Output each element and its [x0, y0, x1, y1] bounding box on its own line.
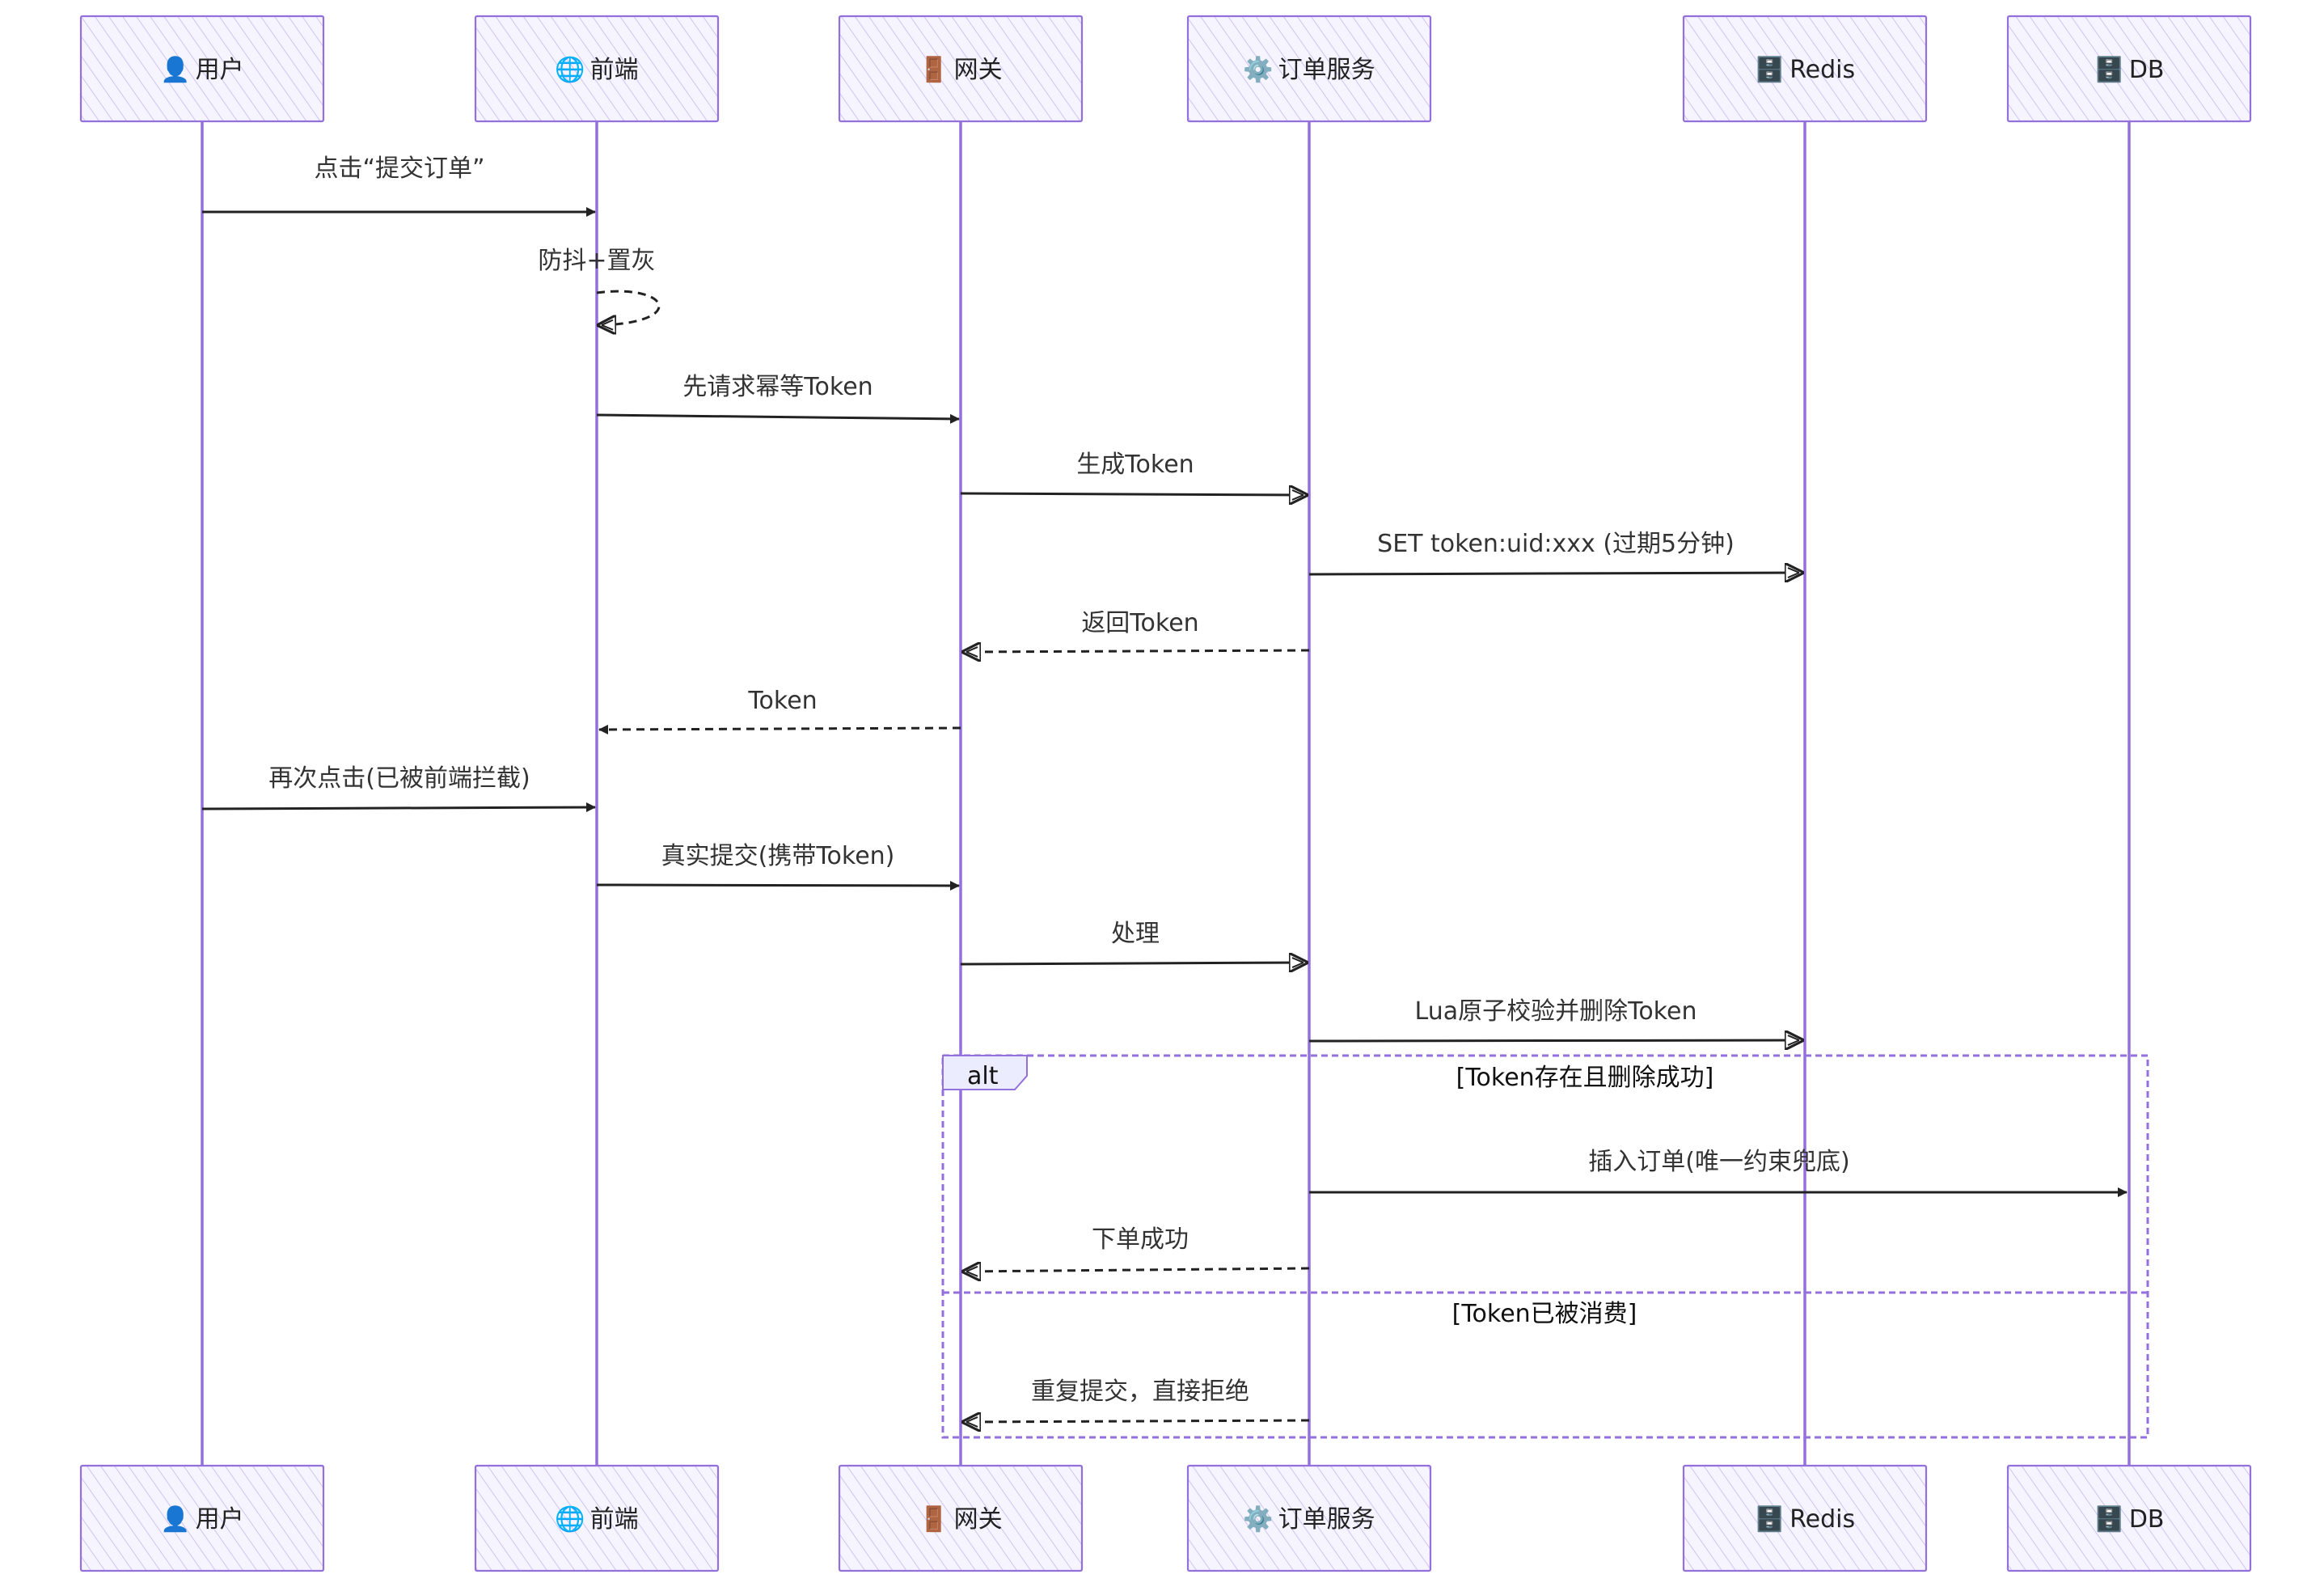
message-lua-check: Lua原子校验并删除Token [1308, 997, 1802, 1041]
message-click-again: 再次点击(已被前端拦截) [201, 764, 596, 813]
message-label: 先请求幂等Token [682, 373, 873, 401]
participant-frontend-bottom: 🌐前端 [474, 1464, 720, 1572]
database-icon: 🗄️ [1755, 1504, 1785, 1534]
message-token: Token [598, 687, 961, 734]
message-arrow [596, 880, 960, 891]
participant-user-top: 👤用户 [79, 15, 325, 123]
alt-tag [942, 1055, 1028, 1090]
message-arrow [1308, 1040, 1802, 1041]
message-label: 再次点击(已被前端拦截) [268, 764, 530, 793]
message-real-submit: 真实提交(携带Token) [596, 842, 960, 891]
database-icon: 🗄️ [1755, 55, 1785, 84]
database-icon: 🗄️ [2094, 55, 2123, 84]
participant-label: 🌐前端 [555, 1504, 638, 1534]
participant-box [1186, 1464, 1432, 1572]
message-label: 处理 [1111, 920, 1160, 948]
message-click-submit: 点击“提交订单” [202, 154, 596, 217]
message-label: 插入订单(唯一约束兜底) [1588, 1148, 1849, 1176]
participant-redis-top: 🗄️Redis [1682, 15, 1928, 123]
participant-label: 🚪网关 [919, 1504, 1002, 1534]
globe-icon: 🌐 [555, 1504, 585, 1534]
message-arrow [1308, 573, 1802, 574]
message-arrow [201, 802, 596, 813]
message-arrow [596, 413, 960, 424]
message-arrow [960, 963, 1307, 964]
participant-label: 🚪网关 [919, 55, 1002, 84]
message-label: SET token:uid:xxx (过期5分钟) [1377, 530, 1735, 558]
message-generate-token: 生成Token [960, 451, 1307, 495]
message-order-success: 下单成功 [963, 1225, 1310, 1272]
alt-tag-label: alt [967, 1062, 999, 1090]
message-arrow [963, 1268, 1310, 1272]
message-label: 返回Token [1081, 609, 1198, 637]
participant-order-bottom: ⚙️订单服务 [1186, 1464, 1432, 1572]
message-arrow [598, 724, 961, 734]
globe-icon: 🌐 [555, 55, 585, 84]
gear-icon: ⚙️ [1243, 55, 1273, 84]
participant-label: 🗄️DB [2094, 1504, 2164, 1534]
alt-fragment: alt [Token存在且删除成功] [Token已被消费] [941, 1054, 2149, 1439]
participant-label: 🗄️Redis [1755, 55, 1855, 84]
participant-box [1682, 15, 1928, 123]
participant-label: 👤用户 [160, 1504, 243, 1534]
participant-label: ⚙️订单服务 [1243, 1504, 1375, 1534]
door-icon: 🚪 [919, 1504, 949, 1534]
message-arrow [960, 493, 1307, 495]
message-label: 生成Token [1076, 451, 1194, 479]
message-label: 防抖+置灰 [538, 247, 655, 275]
participant-user-bottom: 👤用户 [79, 1464, 325, 1572]
message-label: 真实提交(携带Token) [661, 842, 895, 870]
gear-icon: ⚙️ [1243, 1504, 1273, 1534]
alt-condition-success: [Token存在且删除成功] [1456, 1064, 1714, 1092]
participant-box [79, 1464, 325, 1572]
participant-box [1186, 15, 1432, 123]
participant-order-top: ⚙️订单服务 [1186, 15, 1432, 123]
message-return-token: 返回Token [963, 609, 1310, 652]
alt-box [941, 1054, 2149, 1439]
user-icon: 👤 [160, 1504, 190, 1534]
message-arrow [597, 290, 661, 325]
message-insert-order: 插入订单(唯一约束兜底) [1309, 1148, 2128, 1197]
alt-condition-consumed: [Token已被消费] [1452, 1300, 1637, 1328]
message-debounce: 防抖+置灰 [538, 247, 661, 325]
participant-label: 👤用户 [160, 55, 243, 84]
database-icon: 🗄️ [2094, 1504, 2123, 1534]
participant-box [838, 15, 1084, 123]
message-label: 下单成功 [1092, 1225, 1189, 1254]
door-icon: 🚪 [919, 55, 949, 84]
message-label: 点击“提交订单” [314, 154, 484, 183]
message-set-redis: SET token:uid:xxx (过期5分钟) [1308, 530, 1802, 574]
participant-box [2006, 15, 2252, 123]
participant-box [79, 15, 325, 123]
participant-frontend-top: 🌐前端 [474, 15, 720, 123]
message-request-token: 先请求幂等Token [596, 373, 960, 424]
participant-redis-bottom: 🗄️Redis [1682, 1464, 1928, 1572]
participant-box [2006, 1464, 2252, 1572]
participant-box [474, 1464, 720, 1572]
participant-label: 🌐前端 [555, 55, 638, 84]
participant-box [838, 1464, 1084, 1572]
message-reject-duplicate: 重复提交，直接拒绝 [963, 1378, 1310, 1422]
participant-label: ⚙️订单服务 [1243, 55, 1375, 84]
participant-db-top: 🗄️DB [2006, 15, 2252, 123]
message-arrow [963, 1420, 1310, 1422]
participant-db-bottom: 🗄️DB [2006, 1464, 2252, 1572]
message-label: Lua原子校验并删除Token [1415, 997, 1697, 1026]
participant-gateway-top: 🚪网关 [838, 15, 1084, 123]
user-icon: 👤 [160, 55, 190, 84]
participant-label: 🗄️Redis [1755, 1504, 1855, 1534]
message-process: 处理 [960, 920, 1307, 964]
participant-box [474, 15, 720, 123]
participant-box [1682, 1464, 1928, 1572]
participant-gateway-bottom: 🚪网关 [838, 1464, 1084, 1572]
message-label: 重复提交，直接拒绝 [1031, 1378, 1249, 1406]
message-arrow [963, 650, 1310, 652]
participant-label: 🗄️DB [2094, 55, 2164, 84]
message-label: Token [747, 687, 817, 715]
